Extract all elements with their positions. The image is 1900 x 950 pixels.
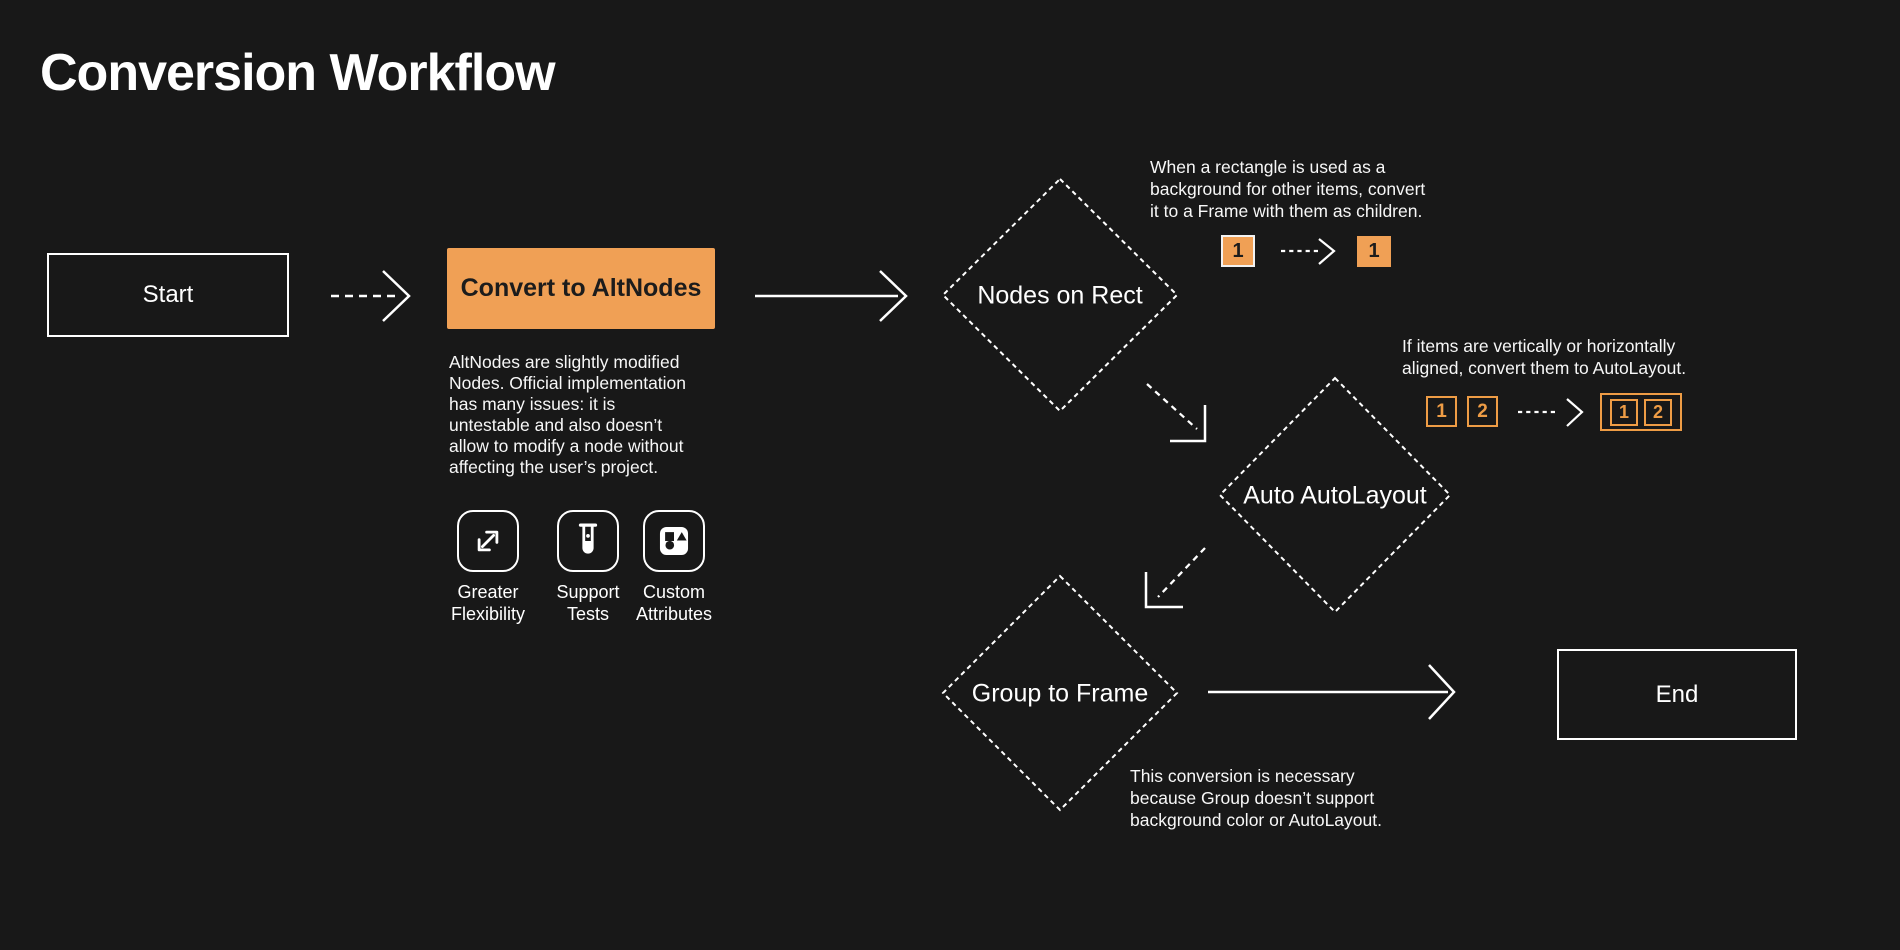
convert-node-label: Convert to AltNodes (460, 274, 702, 302)
mini-frame-after: 1 (1357, 236, 1391, 267)
diamond-group-to-frame (941, 574, 1179, 812)
arrowhead-start-to-convert (382, 270, 411, 322)
page-title: Conversion Workflow (40, 44, 556, 102)
arrow-autolayout-to-grouptoframe (1157, 547, 1206, 598)
auto-autolayout-label: Auto AutoLayout (1243, 481, 1427, 510)
shapes-icon (643, 510, 705, 572)
group-to-frame-label: Group to Frame (971, 679, 1149, 708)
feature-support-tests: Support Tests (541, 510, 635, 625)
mini-arrowhead-items-to-autolayout (1566, 398, 1584, 427)
start-node: Start (47, 253, 289, 337)
mini-autolayout-container: 1 2 (1600, 393, 1682, 431)
mini-autolayout-item-2: 2 (1644, 398, 1672, 426)
mini-item-2: 2 (1467, 396, 1498, 427)
nodes-on-rect-annotation: When a rectangle is used as a background… (1150, 157, 1426, 221)
altnodes-description: AltNodes are slightly modified Nodes. Of… (449, 352, 687, 477)
feature-label: Custom Attributes (635, 582, 713, 624)
group-to-frame-annotation: This conversion is necessary because Gro… (1130, 766, 1382, 830)
mini-item-1: 1 (1426, 396, 1457, 427)
end-node: End (1557, 649, 1797, 740)
arrow-nodesonrect-to-autolayout (1146, 383, 1198, 430)
arrowhead-grouptoframe-to-end (1428, 664, 1456, 720)
feature-label: Support Tests (556, 582, 620, 624)
start-node-label: Start (142, 281, 194, 308)
auto-autolayout-annotation: If items are vertically or horizontally … (1402, 336, 1687, 378)
feature-greater-flexibility: Greater Flexibility (441, 510, 535, 625)
arrowhead-convert-to-nodesonrect (879, 270, 908, 322)
expand-arrows-icon (457, 510, 519, 572)
diamond-nodes-on-rect (941, 177, 1179, 413)
arrowhead-autolayout-to-grouptoframe (1144, 572, 1183, 609)
end-node-label: End (1655, 680, 1699, 708)
arrowhead-nodesonrect-to-autolayout (1170, 405, 1207, 443)
mini-autolayout-item-1: 1 (1610, 398, 1638, 426)
feature-label: Greater Flexibility (450, 582, 525, 624)
mini-arrowhead-rect-to-frame (1318, 238, 1336, 265)
feature-custom-attributes: Custom Attributes (627, 510, 721, 625)
mini-rect-before: 1 (1221, 235, 1255, 267)
convert-to-altnodes-node: Convert to AltNodes (447, 248, 715, 329)
nodes-on-rect-label: Nodes on Rect (977, 281, 1143, 310)
test-tube-icon (557, 510, 619, 572)
